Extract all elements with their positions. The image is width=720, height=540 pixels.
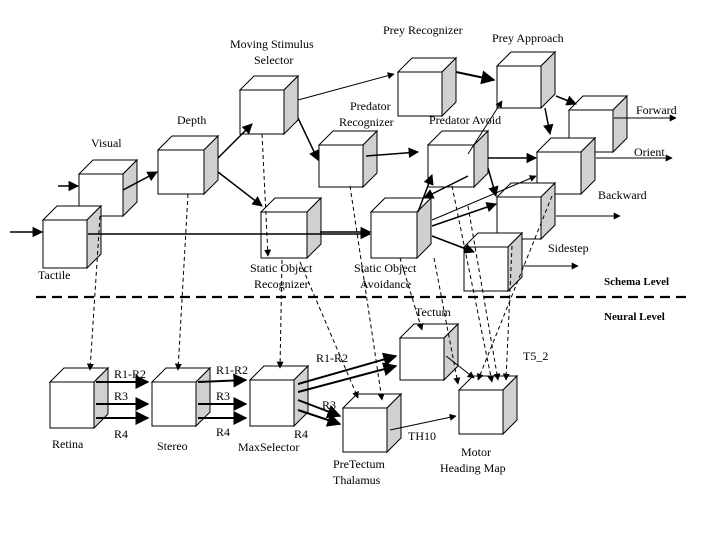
label-static-object-recognizer: Static Object: [250, 261, 313, 275]
cube-prey-recognizer: [396, 56, 458, 118]
dashed-arrow: [299, 261, 359, 399]
label-motor-heading-map-2: Heading Map: [440, 461, 506, 475]
schema-arrow: [487, 167, 499, 198]
cube-predator-avoid: [426, 129, 490, 189]
label-moving-stimulus-selector: Moving Stimulus: [230, 37, 314, 51]
label-forward: Forward: [636, 103, 677, 117]
dashed-arrow: [86, 215, 101, 371]
cube-tactile: [41, 204, 103, 270]
edge-label-r1r2: R1-R2: [114, 367, 146, 381]
label-retina: Retina: [52, 437, 84, 451]
label-neural-level: Neural Level: [604, 311, 665, 323]
schema-arrow: [467, 100, 503, 155]
neural-arrow: [297, 362, 398, 393]
label-pretectum-2: Thalamus: [333, 473, 381, 487]
neural-arrow: [445, 355, 475, 379]
neural-arrow: [297, 399, 342, 419]
label-tactile: Tactile: [38, 268, 70, 282]
label-schema-level: Schema Level: [604, 276, 669, 288]
schema-arrow: [122, 171, 158, 191]
label-motor-heading-map: Motor: [461, 445, 491, 459]
label-t5-2: T5_2: [523, 349, 548, 363]
cube-orient: [535, 136, 597, 196]
edge-label-r3: R3: [322, 398, 336, 412]
edge-label-r3: R3: [216, 389, 230, 403]
cube-static-object-recognizer: [259, 196, 323, 260]
schema-arrow: [455, 70, 496, 85]
edge-label-r4: R4: [294, 427, 308, 441]
dashed-arrow: [477, 195, 553, 381]
schema-arrow: [297, 72, 395, 101]
schema-arrow: [217, 171, 263, 207]
label-prey-recognizer: Prey Recognizer: [383, 23, 463, 37]
dashed-arrow: [502, 245, 513, 381]
schema-arrow: [297, 117, 319, 161]
label-stereo: Stereo: [157, 439, 188, 453]
cube-stereo: [150, 366, 212, 428]
edge-labels: R1-R2 R3 R4 R1-R2 R3 R4 R1-R2 R3 R4: [114, 351, 348, 441]
cube-moving-stimulus-selector: [238, 74, 300, 136]
dashed-arrow: [174, 193, 189, 371]
label-static-object-avoidance: Static Object: [354, 261, 417, 275]
label-static-object-avoidance-2: Avoidance: [360, 277, 411, 291]
cube-static-object-avoidance: [369, 196, 433, 260]
dashed-arrow: [451, 185, 495, 383]
dashed-arrow: [349, 185, 385, 401]
neural-arrow: [197, 373, 248, 388]
cube-sidestep: [462, 231, 524, 293]
cube-maxselector: [248, 364, 310, 428]
label-sidestep: Sidestep: [548, 241, 589, 255]
label-predator-recognizer-2: Recognizer: [339, 115, 394, 129]
label-prey-approach: Prey Approach: [492, 31, 564, 45]
neural-labels: Retina Stereo MaxSelector Tectum PreTect…: [52, 305, 548, 487]
label-predator-avoid: Predator Avoid: [429, 113, 501, 127]
neural-arrow: [297, 409, 342, 427]
dashed-arrow: [467, 205, 501, 381]
node-boxes: [41, 50, 629, 454]
label-visual: Visual: [91, 136, 122, 150]
schema-arrow: [431, 202, 497, 227]
schema-arrow: [431, 175, 537, 221]
cube-backward: [495, 181, 557, 241]
cube-depth: [156, 134, 220, 196]
dashed-arrow: [399, 257, 424, 331]
neural-connections: [96, 352, 475, 431]
edge-label-r1r2: R1-R2: [316, 351, 348, 365]
schema-to-neural-links: [86, 133, 553, 401]
edge-label-r4: R4: [114, 427, 128, 441]
schema-arrow: [365, 147, 420, 158]
label-static-object-recognizer-2: Recognizer: [254, 277, 309, 291]
label-moving-stimulus-selector-2: Selector: [254, 53, 293, 67]
dashed-arrow: [433, 257, 461, 385]
label-th10: TH10: [408, 429, 436, 443]
edge-label-r1r2: R1-R2: [216, 363, 248, 377]
label-tectum: Tectum: [415, 305, 451, 319]
edge-label-r3: R3: [114, 389, 128, 403]
edge-label-r4: R4: [216, 425, 230, 439]
label-depth: Depth: [177, 113, 206, 127]
schema-arrow: [423, 175, 469, 199]
cube-motor-heading-map: [457, 374, 519, 436]
schema-connections: [10, 70, 677, 270]
cube-pretectum-thalamus: [341, 392, 403, 454]
label-pretectum: PreTectum: [333, 457, 385, 471]
label-backward: Backward: [598, 188, 647, 202]
neural-arrow: [389, 413, 457, 431]
label-orient: Orient: [634, 145, 665, 159]
dashed-arrow: [261, 133, 272, 257]
schema-arrow: [217, 123, 253, 159]
schema-arrow: [555, 95, 577, 106]
schema-arrow: [431, 235, 475, 254]
neural-arrow: [297, 352, 398, 385]
cube-tectum: [398, 322, 460, 382]
cube-predator-recognizer: [317, 129, 379, 189]
schema-arrow: [543, 107, 554, 136]
label-predator-recognizer: Predator: [350, 99, 391, 113]
schema-labels: Visual Tactile Depth Moving Stimulus Sel…: [38, 23, 677, 323]
label-maxselector: MaxSelector: [238, 440, 299, 454]
cube-prey-approach: [495, 50, 557, 110]
